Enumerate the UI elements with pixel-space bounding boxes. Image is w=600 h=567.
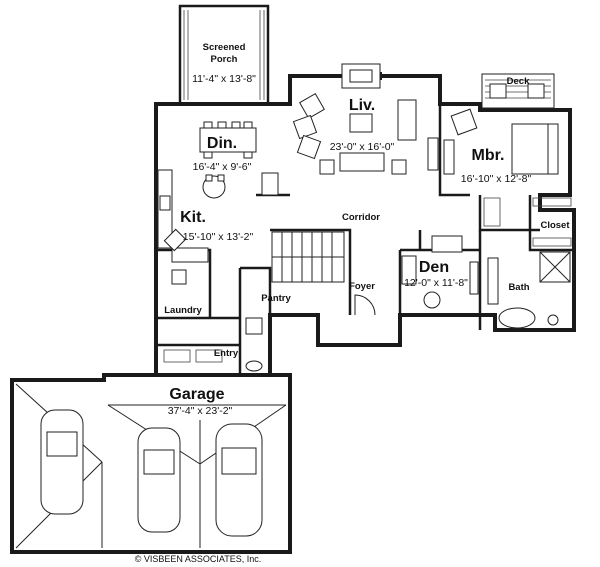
pantry-label: Pantry [261,293,291,304]
interior-walls [156,104,574,375]
kitchen-counters [157,169,209,285]
master-bedroom-label: Mbr. [472,147,505,164]
living-room-label: Liv. [349,97,375,114]
closet-label: Closet [540,220,570,231]
garage-label: Garage [169,386,224,403]
garage [10,373,292,554]
copyright-notice: © VISBEEN ASSOCIATES, Inc. [135,554,262,564]
den-furniture [401,235,479,309]
bath-fixtures [487,251,571,329]
deck-label: Deck [507,76,530,87]
foyer-label: Foyer [349,281,375,292]
foyer-entry-door [354,294,376,316]
laundry-label: Laundry [164,305,202,316]
deck [481,73,555,109]
garage-dimensions: 37'-4" x 23'-2" [168,405,233,417]
fireplace [341,63,381,89]
dining-room-label: Din. [207,135,237,152]
staircase [271,231,345,283]
dining-room-dimensions: 16'-4" x 9'-6" [193,161,252,173]
master-bedroom-dimensions: 16'-10" x 12'-8" [461,173,532,185]
living-room-dimensions: 23'-0" x 16'-0" [330,141,395,153]
kitchen-label: Kit. [180,209,206,226]
closet-shelving [483,197,572,247]
porch-label-line1: Screened [203,42,246,53]
living-furniture [261,93,439,196]
bath-label: Bath [508,282,529,293]
dining-furniture [199,121,257,199]
corridor-label: Corridor [342,212,380,223]
utility-fixtures [163,317,263,372]
porch-dimensions: 11'-4" x 13'-8" [192,73,256,85]
entry-label: Entry [214,348,239,359]
kitchen-dimensions: 15'-10" x 13'-2" [183,231,254,243]
master-furniture [443,108,559,175]
den-dimensions: 12'-0" x 11'-8" [404,277,468,289]
den-label: Den [419,259,449,276]
porch-label-line2: Porch [211,54,238,65]
